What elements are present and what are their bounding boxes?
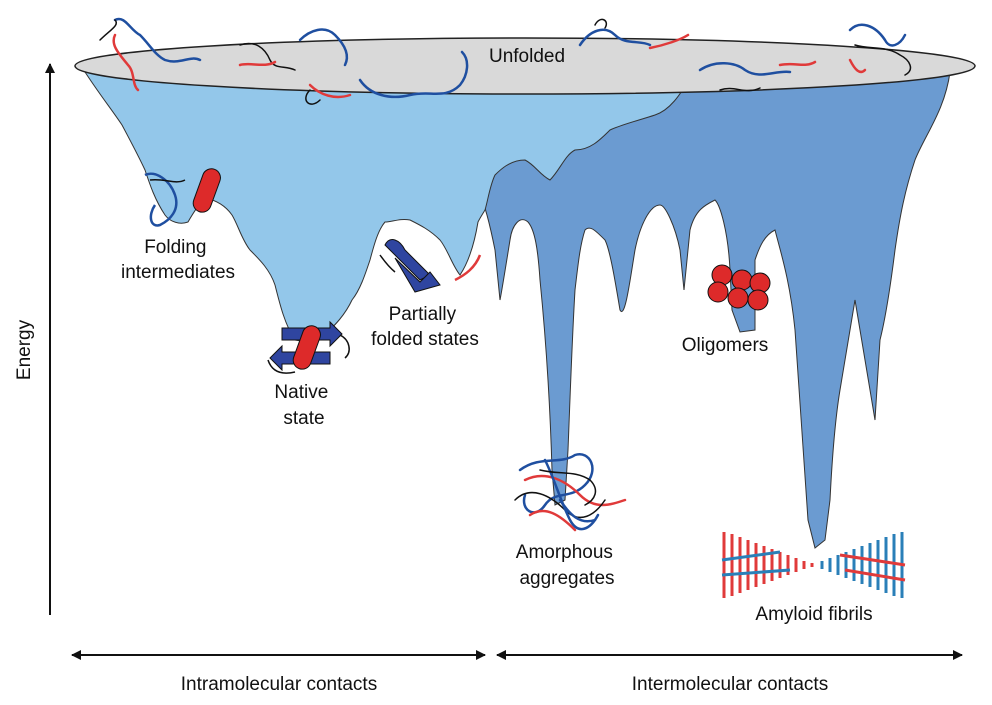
partially-folded-icon	[379, 239, 482, 293]
unfolded-chains	[99, 17, 912, 105]
native-state-icon	[267, 320, 350, 374]
intramolecular-contacts-label: Intramolecular contacts	[181, 674, 377, 695]
intermolecular-funnel	[469, 71, 951, 549]
funnel-rim	[74, 37, 976, 95]
partially-folded-label: Partially folded states	[371, 304, 479, 350]
intramolecular-funnel	[84, 71, 691, 342]
intermolecular-contacts-label: Intermolecular contacts	[632, 674, 828, 695]
oligomers-label: Oligomers	[682, 335, 769, 356]
energy-axis-label: Energy	[14, 319, 35, 380]
oligomers-icon	[707, 264, 771, 311]
native-state-label: Native state	[274, 382, 333, 429]
amyloid-fibrils-label: Amyloid fibrils	[755, 604, 872, 625]
amorphous-aggregates-label: Amorphous aggregates	[516, 542, 618, 589]
amyloid-fibrils-icon	[721, 532, 906, 598]
amorphous-aggregates-icon	[514, 453, 627, 532]
unfolded-label: Unfolded	[489, 46, 565, 67]
folding-intermediates-label: Folding intermediates	[121, 237, 235, 283]
folding-intermediate-icon	[144, 168, 221, 227]
